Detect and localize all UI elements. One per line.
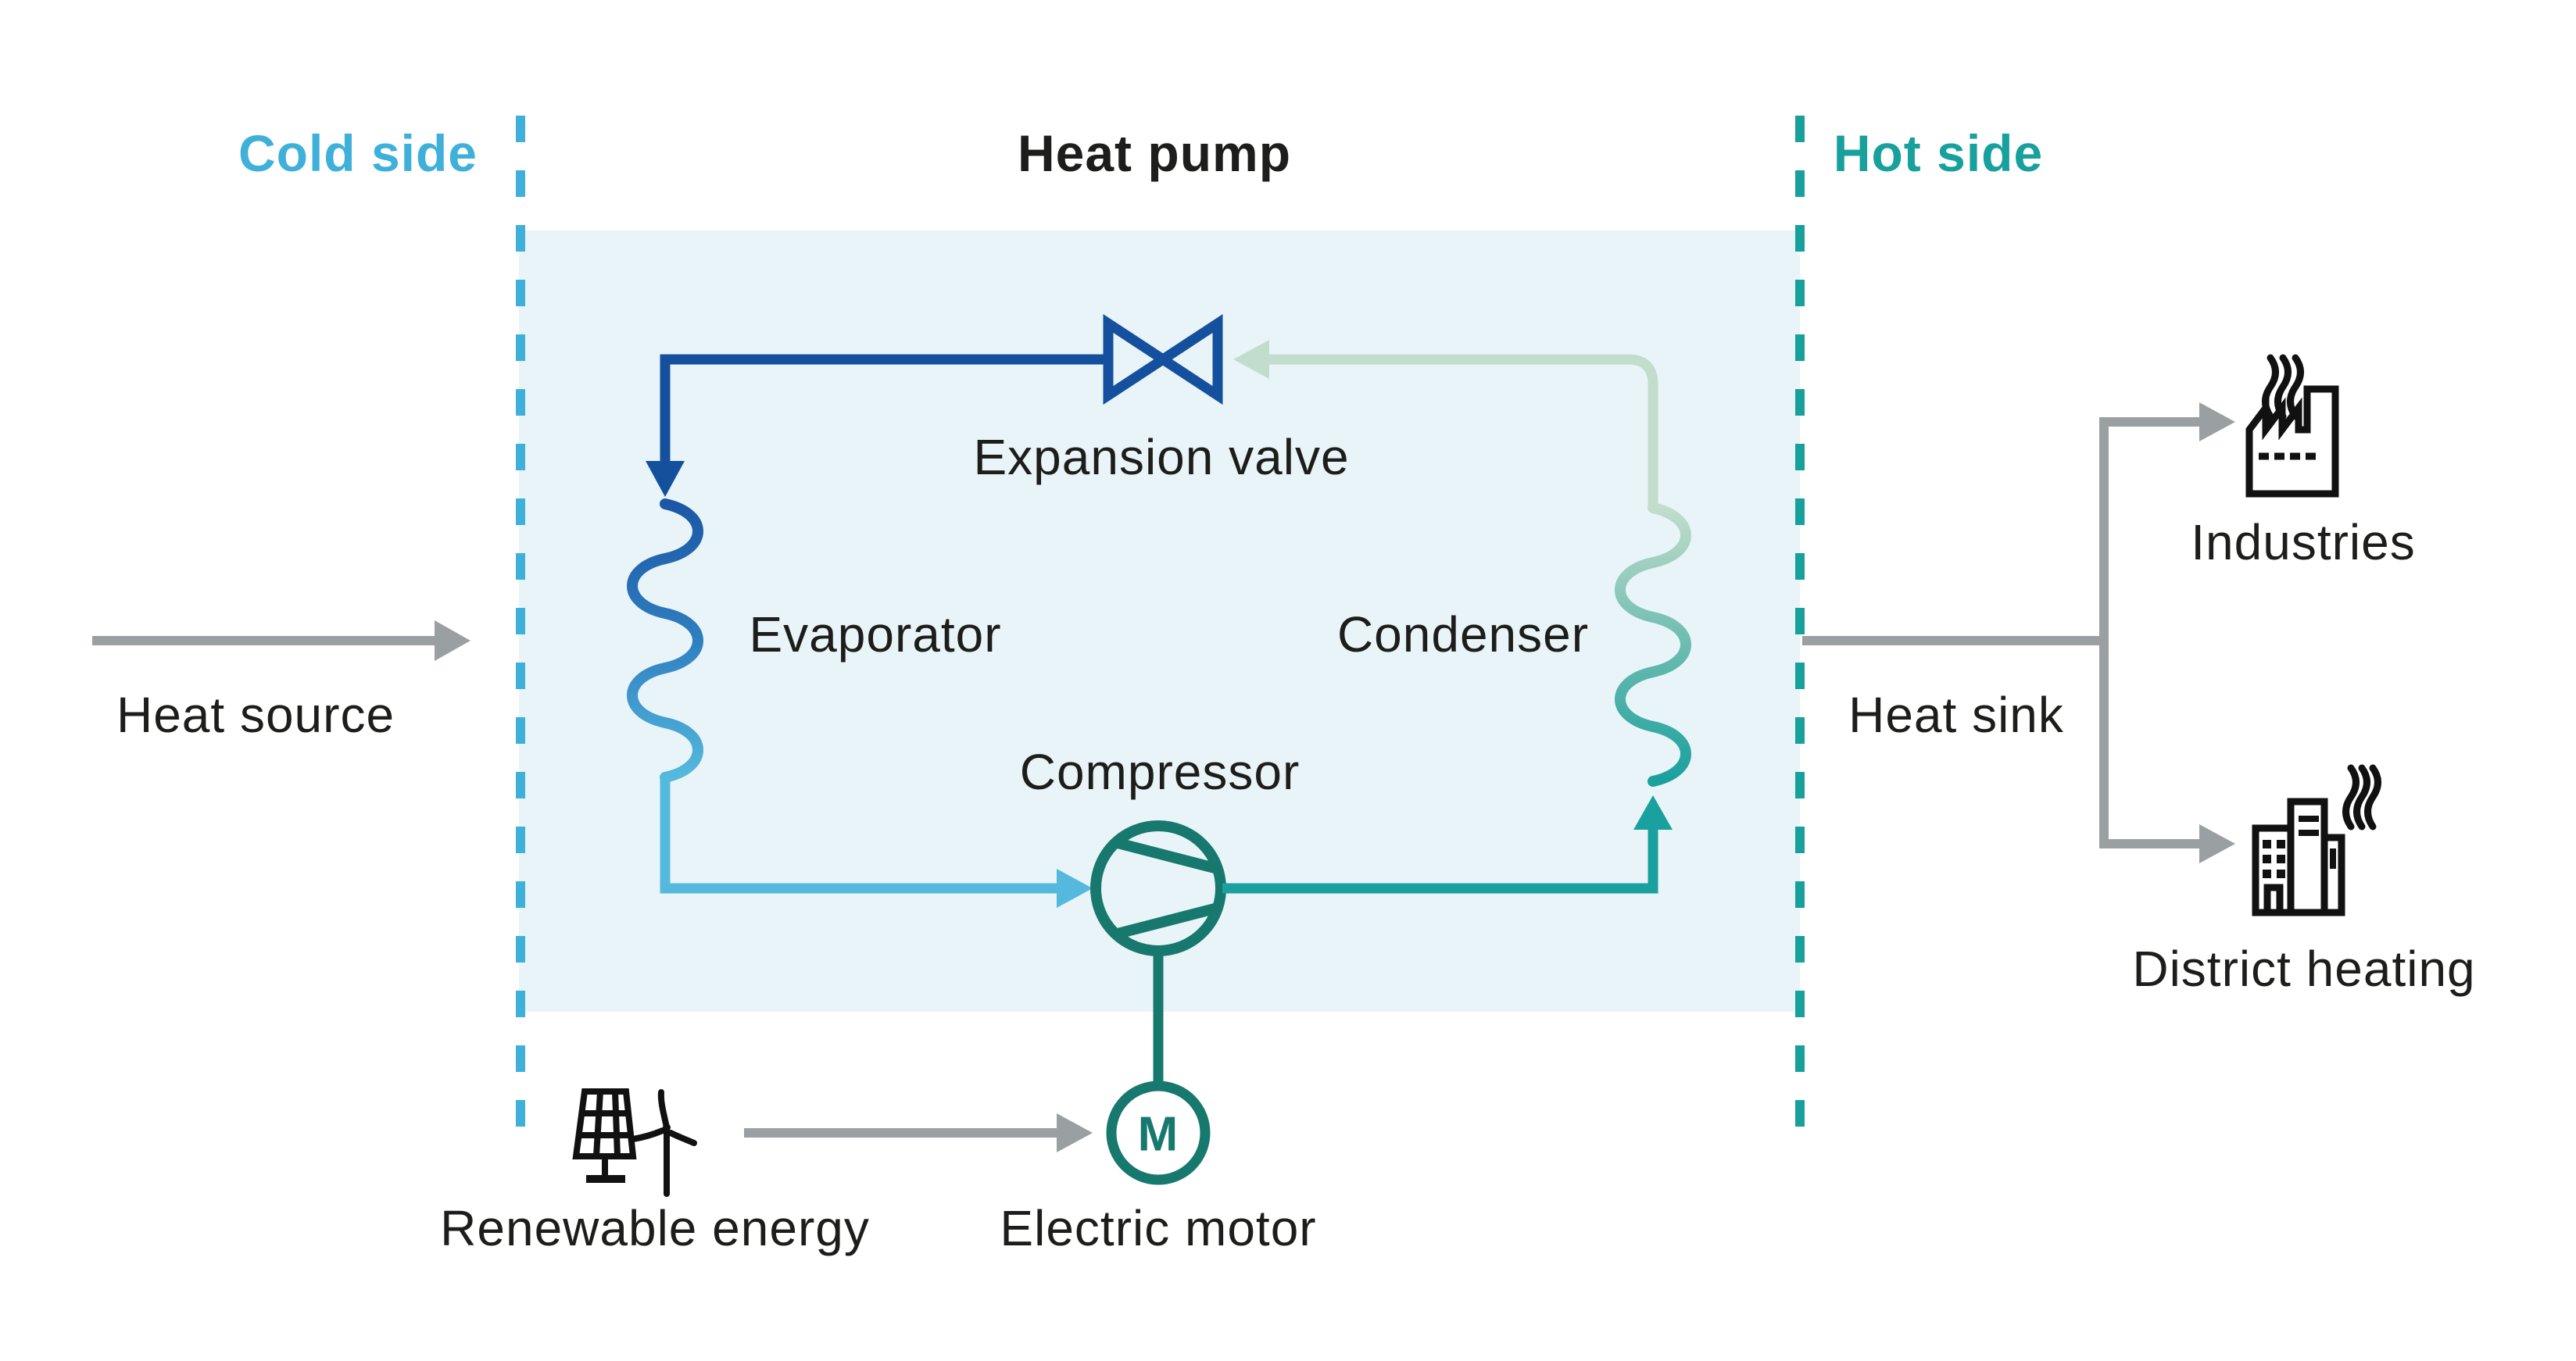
expansion-valve-label: Expansion valve — [973, 429, 1350, 485]
evaporator-label: Evaporator — [749, 606, 1002, 663]
condenser-to-valve-pipe — [1233, 340, 1658, 509]
district-heating-label: District heating — [2132, 941, 2476, 997]
renewable-energy-label: Renewable energy — [440, 1200, 870, 1256]
compressor-label: Compressor — [1019, 744, 1301, 800]
motor-m-symbol: M — [1137, 1107, 1179, 1162]
buildings-icon — [2252, 764, 2381, 916]
electric-motor-label: Electric motor — [1000, 1200, 1317, 1256]
wind-turbine-icon — [630, 1089, 697, 1197]
compressor-icon — [1090, 820, 1226, 956]
industries-label: Industries — [2191, 514, 2416, 570]
heat-pump-title: Heat pump — [1017, 124, 1292, 182]
condenser-coil-icon — [1615, 502, 1691, 787]
heat-source-label: Heat source — [116, 687, 395, 743]
renewable-to-motor-arrow — [744, 1113, 1093, 1152]
electric-motor-icon — [1106, 1081, 1211, 1185]
cold-side-title: Cold side — [238, 124, 478, 182]
condenser-label: Condenser — [1336, 606, 1590, 663]
heat-sink-label: Heat sink — [1848, 687, 2064, 743]
evaporator-to-compressor-pipe — [660, 775, 1093, 908]
hot-side-title: Hot side — [1833, 124, 2044, 182]
valve-to-evaporator-pipe — [646, 354, 1111, 497]
heat-source-arrow — [92, 620, 470, 661]
factory-icon — [2245, 354, 2339, 498]
compressor-to-condenser-pipe — [1222, 795, 1673, 894]
expansion-valve-icon — [1103, 313, 1223, 405]
evaporator-coil-icon — [627, 498, 703, 783]
solar-panel-icon — [572, 1088, 637, 1183]
heat-sink-arrows — [1802, 402, 2235, 863]
